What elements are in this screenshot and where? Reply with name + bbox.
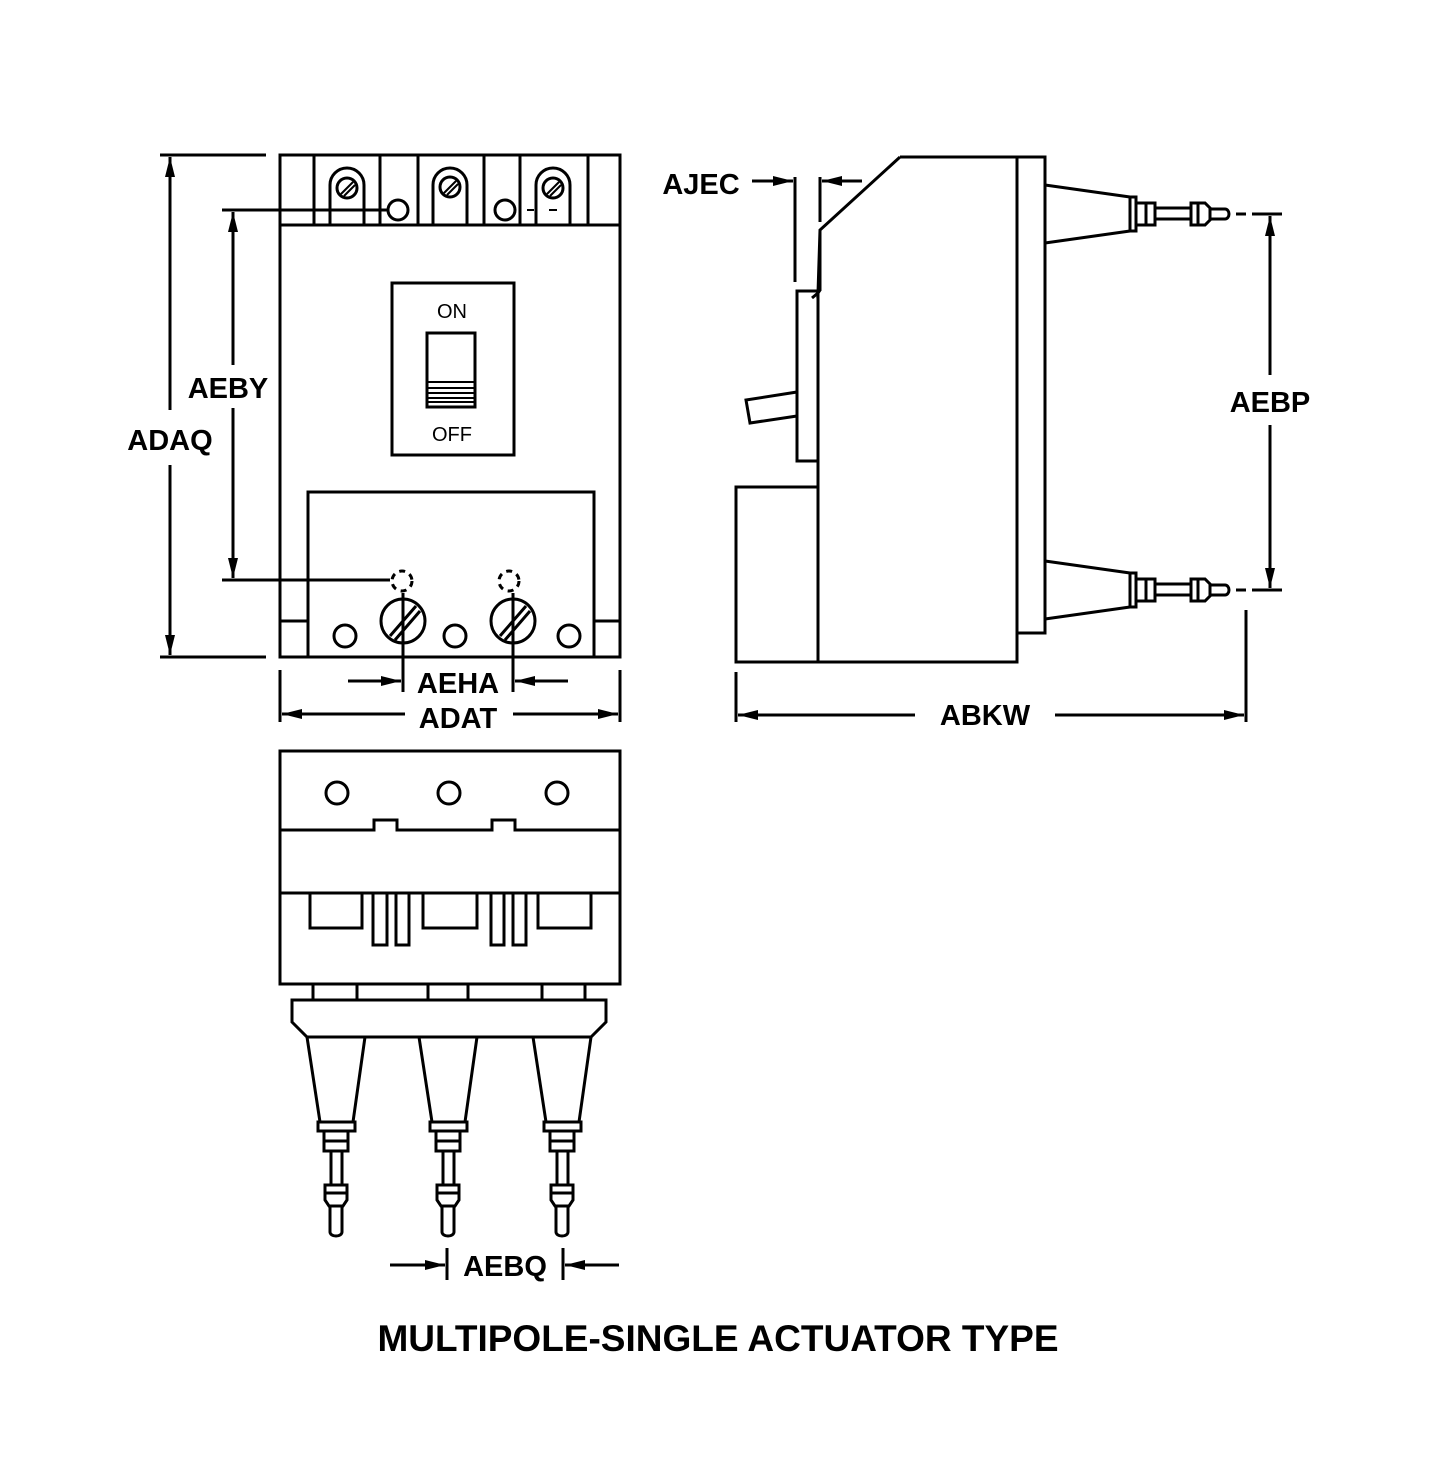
hole-icon (324, 780, 350, 806)
switch-on-label: ON (437, 301, 467, 323)
hole-icon (556, 623, 582, 649)
hidden-hole-icon (497, 569, 521, 593)
rear-stud (417, 1036, 479, 1238)
hole-icon (436, 780, 462, 806)
terminal-lug (534, 166, 572, 225)
rear-connector-top (1044, 183, 1246, 245)
dimension-label-aeha: AEHA (417, 668, 499, 700)
dimension-aebp: AEBP (1230, 212, 1311, 592)
mounting-flange (1015, 155, 1047, 635)
dimension-label-adaq: ADAQ (127, 425, 212, 457)
dimension-label-adat: ADAT (419, 703, 498, 735)
switch-off-label: OFF (432, 424, 472, 446)
dimension-adaq: ADAQ (127, 153, 266, 659)
dimension-adat: ADAT (278, 670, 622, 735)
dimension-label-abkw: ABKW (940, 700, 1031, 732)
screw-icon (335, 176, 359, 200)
rear-stud (305, 1036, 367, 1238)
front-view: ON OFF (127, 153, 622, 735)
hole-icon (332, 623, 358, 649)
side-body-outline (811, 155, 1019, 664)
dimension-aeby: AEBY (188, 208, 390, 582)
terminal-lug (328, 166, 366, 225)
dimension-label-aebp: AEBP (1230, 387, 1311, 419)
dimension-label-ajec: AJEC (662, 169, 739, 201)
drawing-title: MULTIPOLE-SINGLE ACTUATOR TYPE (377, 1318, 1058, 1359)
connector-stubs (311, 984, 587, 1000)
terminal-strip (312, 155, 590, 225)
dimension-label-aeby: AEBY (188, 373, 269, 405)
rear-connector-bottom (1044, 559, 1246, 621)
screw-icon (541, 176, 565, 200)
base-block (734, 485, 820, 664)
screw-icon (438, 175, 462, 199)
toggle-hatch (427, 381, 475, 403)
dimension-aeha: AEHA (348, 593, 568, 700)
bottom-body-outline (278, 749, 622, 986)
dimension-ajec: AJEC (662, 169, 862, 282)
hidden-hole-icon (390, 569, 414, 593)
trip-unit-cover (280, 490, 620, 659)
toggle-switch-panel: ON OFF (390, 281, 516, 457)
rear-stud (531, 1036, 593, 1238)
side-view: AJEC AEBP ABKW (662, 155, 1311, 732)
hole-icon (442, 623, 468, 649)
dimension-label-aebq: AEBQ (463, 1251, 547, 1283)
dimension-abkw: ABKW (734, 610, 1248, 732)
toggle-lever (744, 390, 798, 425)
hole-icon (386, 198, 410, 222)
handle-housing (795, 289, 820, 463)
hole-icon (493, 198, 517, 222)
bottom-view: AEBQ (278, 749, 622, 1283)
dimension-aebq: AEBQ (390, 1248, 619, 1283)
terminal-lug (431, 166, 469, 225)
hole-icon (544, 780, 570, 806)
connector-block (290, 998, 608, 1039)
toggle-handle (425, 331, 477, 409)
